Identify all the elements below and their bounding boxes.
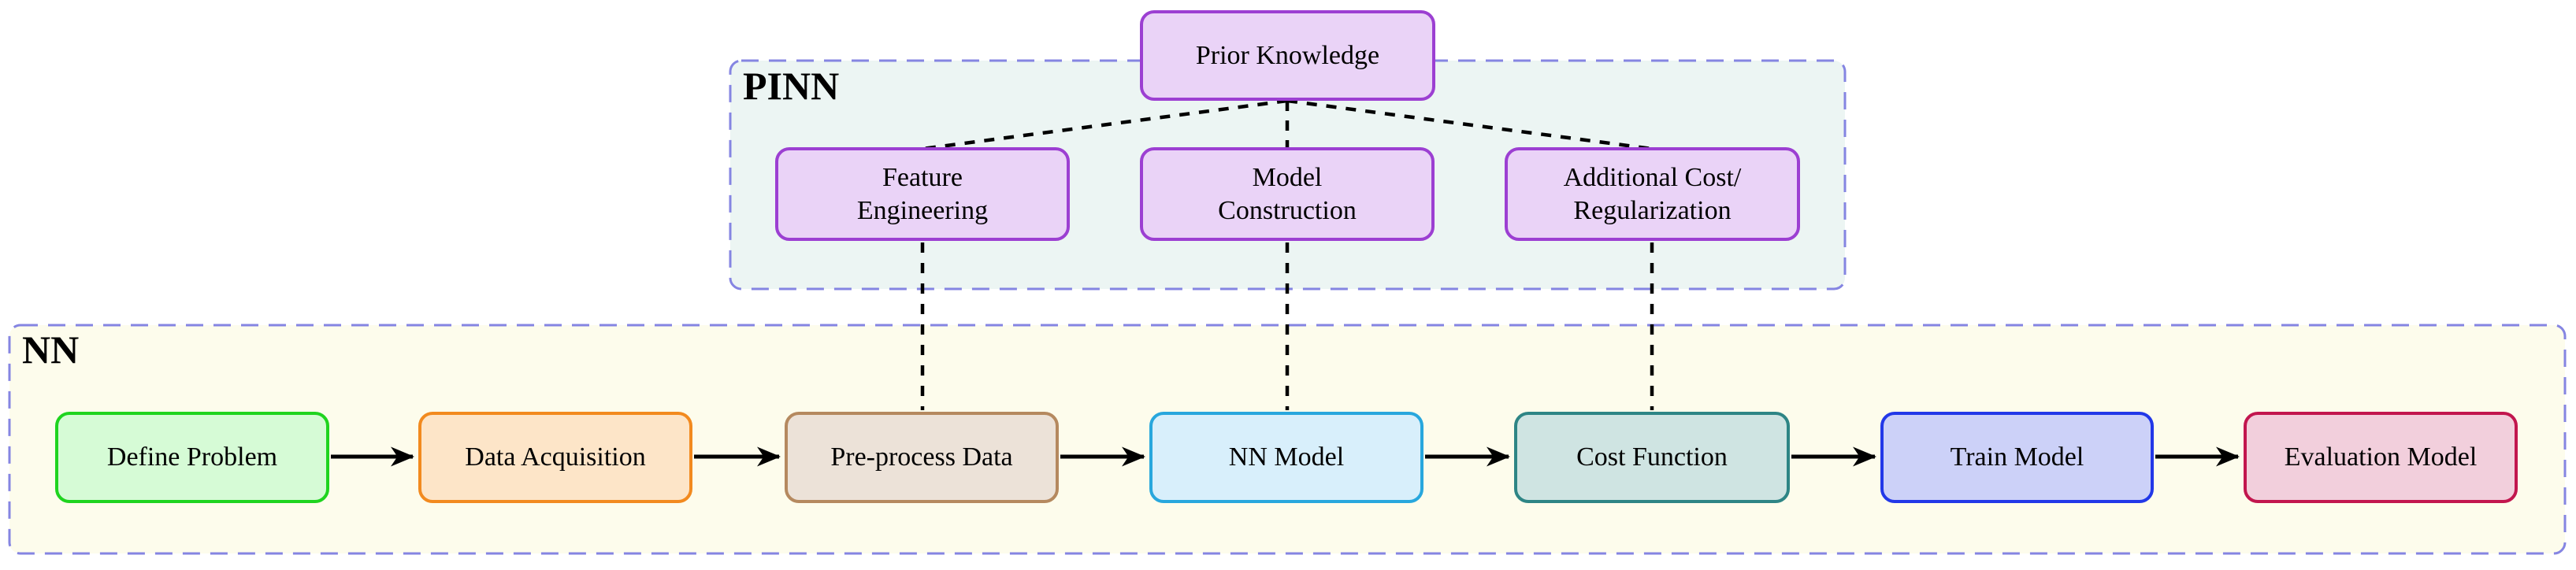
- node-label: Engineering: [856, 195, 989, 225]
- node-label: Evaluation Model: [2284, 442, 2478, 472]
- node-model-construction: Model Construction: [1140, 147, 1435, 241]
- node-label: NN Model: [1228, 442, 1345, 472]
- node-label: Define Problem: [106, 442, 278, 472]
- nn-container-label: NN: [22, 328, 80, 372]
- node-nn-model: NN Model: [1149, 412, 1423, 503]
- node-preprocess-data: Pre-process Data: [785, 412, 1059, 503]
- node-label: Additional Cost/: [1563, 162, 1742, 192]
- node-define-problem: Define Problem: [55, 412, 329, 503]
- dashed-link-prior-to-additional-cost: [1286, 98, 1653, 151]
- node-label: Data Acquisition: [465, 442, 646, 472]
- node-label: Prior Knowledge: [1195, 40, 1380, 70]
- node-label: Feature: [882, 162, 963, 192]
- node-label: Model: [1252, 162, 1323, 192]
- node-train-model: Train Model: [1880, 412, 2154, 503]
- node-cost-function: Cost Function: [1514, 412, 1790, 503]
- pinn-container-label: PINN: [743, 64, 840, 108]
- node-feature-engineering: Feature Engineering: [775, 147, 1070, 241]
- node-evaluation-model: Evaluation Model: [2244, 412, 2518, 503]
- dashed-link-prior-to-feature-engineering: [922, 98, 1288, 151]
- node-label: Construction: [1218, 195, 1357, 225]
- node-label: Train Model: [1950, 442, 2084, 472]
- node-data-acquisition: Data Acquisition: [418, 412, 692, 503]
- node-label: Regularization: [1573, 195, 1732, 225]
- node-label: Pre-process Data: [830, 442, 1013, 472]
- node-additional-cost-regularization: Additional Cost/ Regularization: [1505, 147, 1800, 241]
- node-prior-knowledge: Prior Knowledge: [1140, 10, 1435, 101]
- node-label: Cost Function: [1576, 442, 1728, 472]
